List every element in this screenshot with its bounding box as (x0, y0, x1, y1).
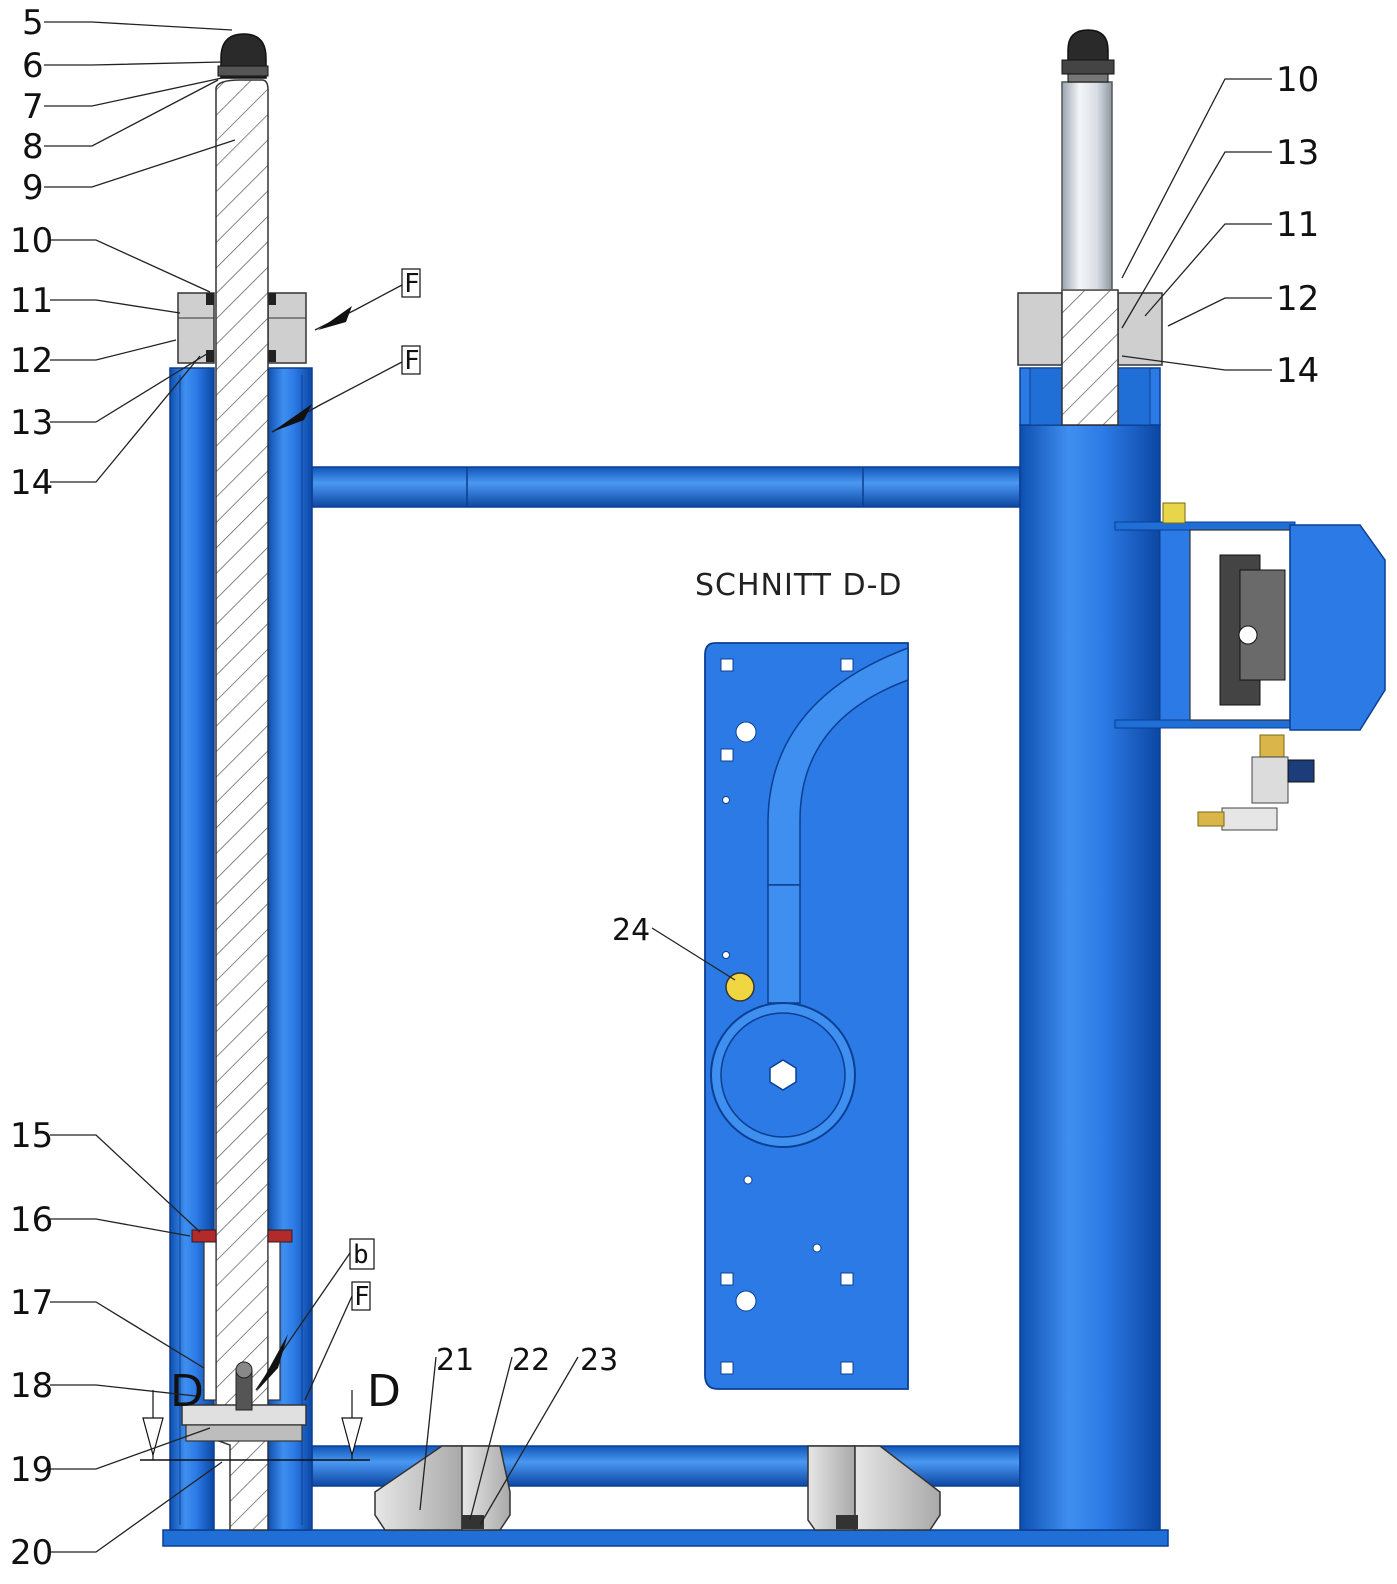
callout-5: 5 (22, 3, 44, 43)
box-tag-f-3: F (354, 1282, 370, 1312)
callout-labels-right: 10 13 11 12 14 (1276, 60, 1319, 391)
section-marker-right: D (367, 1366, 401, 1417)
datum-leaders (255, 284, 403, 1401)
callout-labels-bottom: 21 22 23 24 (436, 913, 650, 1378)
leaders-left (44, 21, 236, 1553)
upper-cross-tube (311, 466, 1021, 508)
box-tag-f-2: F (404, 346, 420, 376)
callout-6: 6 (22, 46, 44, 86)
callout-8: 8 (22, 127, 44, 167)
callout-21: 21 (436, 1343, 474, 1378)
callout-16: 16 (10, 1200, 53, 1240)
callout-13: 13 (10, 403, 53, 443)
callout-9: 9 (22, 168, 44, 208)
base-plate (162, 1529, 1169, 1547)
left-column-section (169, 33, 313, 1531)
callout-22: 22 (512, 1343, 550, 1378)
box-tag-f-1: F (404, 269, 420, 299)
section-cut-line: D D (140, 1366, 401, 1461)
callout-23: 23 (580, 1343, 618, 1378)
callout-10: 10 (10, 221, 53, 261)
box-tags: F F b F (349, 268, 421, 1312)
foot-pad-right (807, 1445, 941, 1531)
section-title: SCHNITT D-D (695, 568, 903, 603)
section-marker-left: D (170, 1366, 204, 1417)
callout-14: 14 (10, 463, 53, 503)
callout-19: 19 (10, 1450, 53, 1490)
callout-7: 7 (22, 87, 44, 127)
callout-15: 15 (10, 1116, 53, 1156)
leaders-right (1121, 78, 1272, 371)
callout-12: 12 (10, 341, 53, 381)
callout-11: 11 (10, 281, 53, 321)
foot-pad-left (374, 1445, 511, 1531)
callout-r-14: 14 (1276, 351, 1319, 391)
section-d-d-plate (704, 642, 909, 1390)
leaders-bottom (419, 927, 736, 1526)
callout-20: 20 (10, 1533, 53, 1573)
callout-17: 17 (10, 1283, 53, 1323)
box-tag-b: b (353, 1240, 369, 1270)
right-column (1017, 29, 1163, 1531)
callout-labels-left: 5 6 7 8 9 10 11 12 13 14 15 16 17 18 19 … (10, 3, 53, 1573)
callout-r-13: 13 (1276, 133, 1319, 173)
callout-24: 24 (612, 913, 650, 948)
callout-r-10: 10 (1276, 60, 1319, 100)
callout-r-11: 11 (1276, 205, 1319, 245)
callout-r-12: 12 (1276, 279, 1319, 319)
callout-18: 18 (10, 1366, 53, 1406)
valve-assembly (1114, 502, 1386, 831)
